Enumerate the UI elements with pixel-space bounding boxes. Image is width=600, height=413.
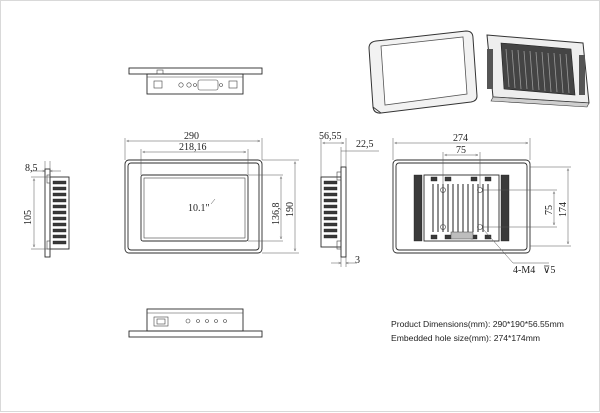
front-perspective-image: [368, 30, 478, 114]
product-dimensions-caption: Product Dimensions(mm): 290*190*56.55mm: [391, 319, 564, 329]
dim-vesa-width: 75: [456, 145, 466, 156]
dim-screen-width: 218,16: [179, 142, 207, 153]
front-view: 10.1" 290 218,16 136,8 190: [124, 131, 299, 254]
screen-size-label: 10.1": [188, 203, 210, 214]
dim-side-depth: 8,5: [25, 163, 38, 174]
dim-outer-width: 290: [184, 131, 199, 142]
right-side-view: 56,55 22,5 3: [319, 131, 379, 267]
dim-side-height: 105: [23, 210, 34, 225]
embedded-hole-caption: Embedded hole size(mm): 274*174mm: [391, 333, 541, 343]
dim-bezel-thickness: 3: [355, 255, 360, 266]
dim-outer-height: 190: [285, 202, 296, 217]
screw-depth-label: ⊽5: [543, 265, 555, 276]
dim-vesa-height: 75: [544, 205, 555, 215]
dim-total-depth: 56,55: [319, 131, 342, 142]
bottom-view: [128, 308, 263, 338]
screw-spec-label: 4-M4: [513, 265, 535, 276]
rear-perspective-image: [486, 34, 590, 108]
dim-cutout-width: 274: [453, 133, 468, 144]
left-side-view: 8,5 105: [23, 161, 70, 258]
rear-view: 274 75 75 174 4-M4 ⊽5: [392, 133, 571, 276]
dim-cutout-height: 174: [558, 202, 569, 217]
top-view: [128, 67, 263, 95]
dim-screen-height: 136,8: [271, 203, 282, 226]
dim-rear-depth: 22,5: [356, 139, 374, 150]
